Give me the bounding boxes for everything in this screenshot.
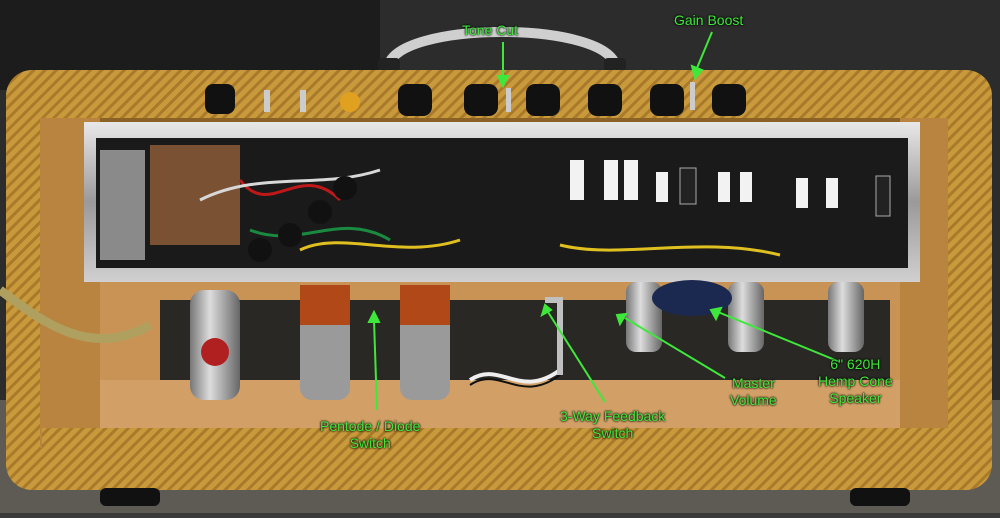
- speaker-line2: Hemp Cone: [818, 373, 893, 389]
- speaker-label: 6" 620H Hemp Cone Speaker: [818, 356, 893, 407]
- power-tubes: [190, 285, 450, 400]
- tone-cut-label: Tone Cut: [462, 22, 519, 38]
- master-volume-line2: Volume: [730, 392, 777, 408]
- carry-handle: [383, 27, 621, 70]
- callout-arrows: [367, 31, 841, 411]
- pentode-diode-line2: Switch: [349, 435, 391, 451]
- transformer: [150, 145, 240, 245]
- master-volume-line1: Master: [731, 375, 775, 391]
- preamp-tubes: [626, 282, 864, 352]
- pentode-diode-switch-label: Pentode / Diode Switch: [320, 418, 420, 452]
- power-cord: [0, 286, 153, 344]
- front-knobs: [205, 84, 746, 116]
- gain-boost-label: Gain Boost: [674, 12, 744, 28]
- pentode-diode-line1: Pentode / Diode: [320, 418, 421, 434]
- feedback-line1: 3-Way Feedback: [560, 408, 666, 424]
- speaker-line1: 6" 620H: [830, 356, 881, 372]
- master-volume-label: Master Volume: [730, 375, 777, 409]
- feedback-switch-label: 3-Way Feedback Switch: [560, 408, 665, 442]
- speaker-line3: Speaker: [829, 390, 882, 406]
- speaker-cone: [652, 280, 732, 316]
- feedback-line2: Switch: [592, 425, 634, 441]
